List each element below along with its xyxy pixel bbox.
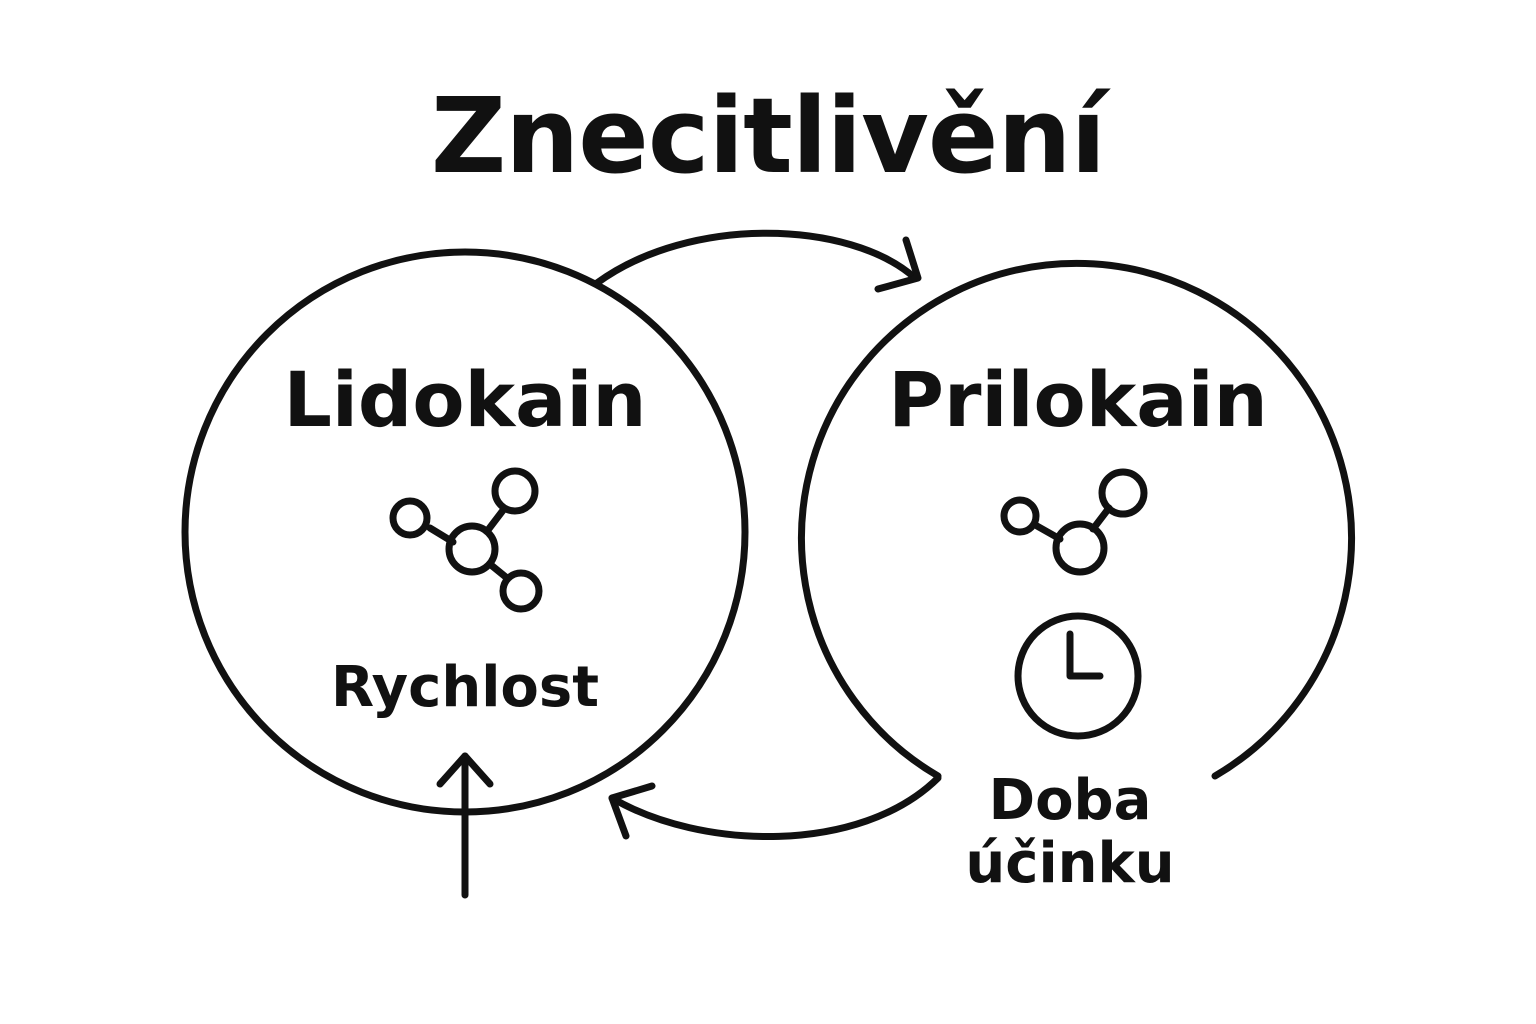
doba-ucinku-caption: Doba účinku (920, 768, 1220, 896)
rychlost-caption: Rychlost (331, 655, 599, 720)
arrow-up-icon (436, 752, 494, 899)
molecule-icon (389, 467, 543, 613)
arc-arrow-bottom (608, 774, 942, 840)
lidokain-circle (181, 248, 749, 816)
arrowhead-top (874, 236, 922, 293)
molecule-icon (1000, 468, 1148, 576)
arc-arrow-top (593, 229, 919, 287)
clock-icon (1014, 612, 1142, 740)
prilokain-label: Prilokain (888, 355, 1268, 444)
arrowhead-bottom (608, 782, 656, 840)
prilokain-ring (798, 260, 1355, 780)
doba-ucinku-line-1: Doba (988, 768, 1152, 833)
lidokain-label: Lidokain (283, 355, 647, 444)
diagram-title: Znecitlivění (430, 75, 1106, 197)
doba-ucinku-line-2: účinku (965, 830, 1175, 896)
